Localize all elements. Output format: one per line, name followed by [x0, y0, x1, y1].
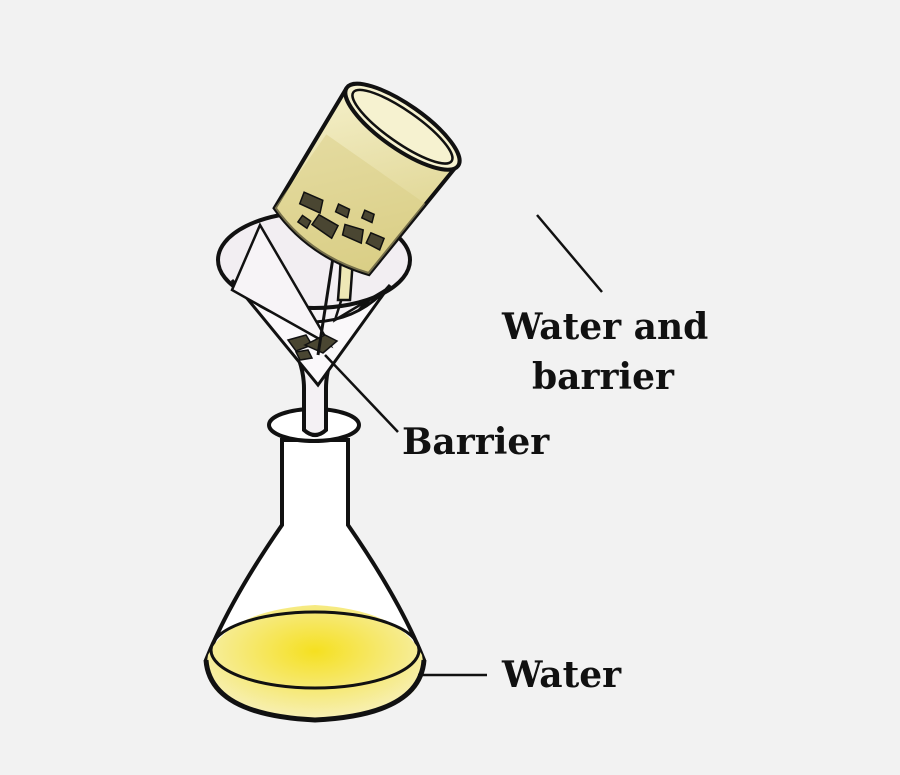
label-water-and-barrier-line2: barrier: [532, 356, 674, 398]
leader-line-barrier: [324, 354, 399, 433]
tilted-beaker: [272, 81, 462, 277]
label-water-and-barrier: Water and barrier: [502, 302, 708, 402]
filtrate-water: [206, 605, 424, 720]
label-water-and-barrier-line1: Water and: [502, 306, 709, 348]
conical-flask: [203, 407, 427, 723]
beaker-solids: [296, 191, 386, 251]
label-barrier: Barrier: [402, 421, 550, 463]
label-water: Water: [502, 654, 622, 696]
leader-line-water-and-barrier: [536, 214, 603, 293]
